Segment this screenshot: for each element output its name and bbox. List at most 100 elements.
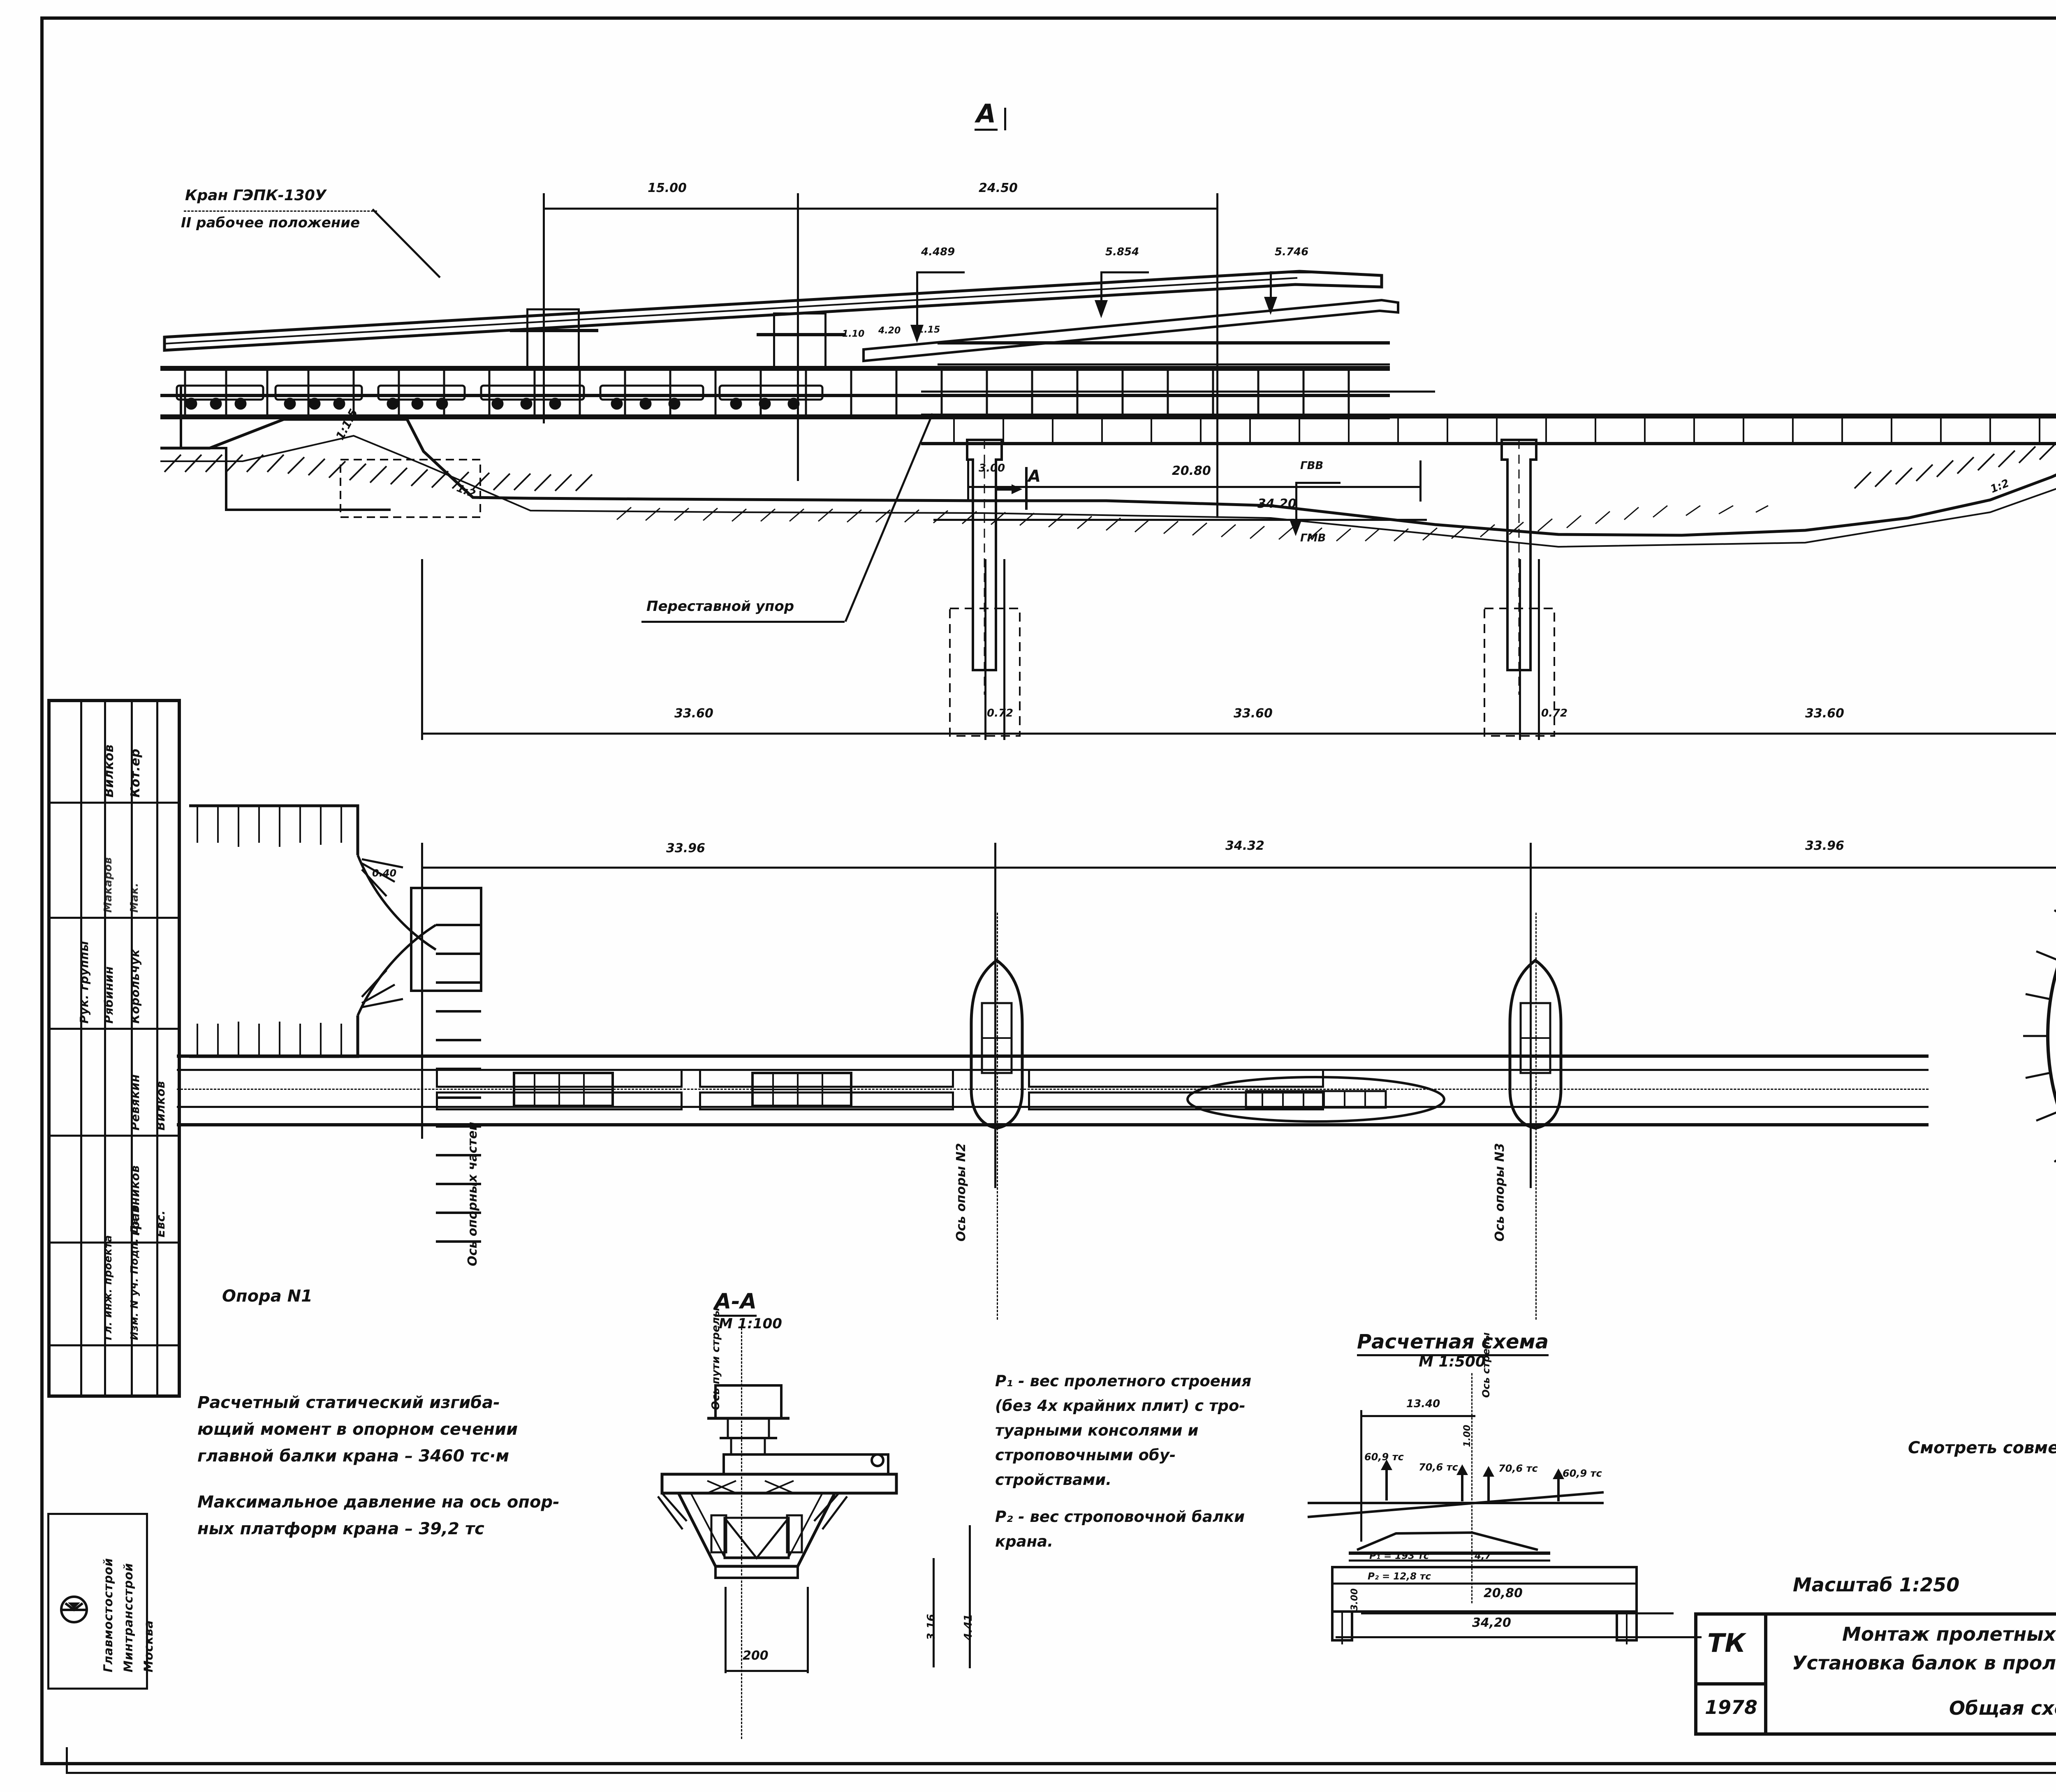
approval-row-sep-2 [47,917,181,919]
calc-scheme-title: Расчетная схема [1357,1330,1549,1356]
plan-girder-6 [1028,1091,1324,1110]
plan-girder-3 [699,1069,954,1088]
dim-24-50: 24.50 [979,181,1018,195]
plan-dim-34-32: 34.32 [1225,839,1264,853]
span-ext-2 [1003,559,1005,740]
dim-line-20-80 [967,486,1419,488]
calc-dim-13-40: 13.40 [1406,1398,1440,1410]
dim-line-top [543,208,1217,210]
title-block-col-1 [1764,1612,1767,1736]
elev-mark-c-stem [1270,271,1272,308]
plan-trolley-left [513,1072,614,1107]
approval-row-sep-1 [47,802,181,804]
approval-row-sep-5 [47,1242,181,1244]
dim-ext-20-80-b [1419,460,1422,502]
notes-middle-line-2: туарными консолями и [995,1421,1199,1439]
calc-load-0: 60,9 тс [1364,1451,1404,1463]
section-aa-dim-ext-a [725,1587,727,1673]
elev-arrow-a-icon [910,325,924,343]
plan-lifted-beam [1186,1076,1445,1123]
crane-boom [163,270,1383,352]
movable-stop-label: Переставной упор [646,598,794,615]
elev-5-746: 5.746 [1275,246,1309,258]
water-high-arrow-icon [1290,520,1302,536]
abutment-left-foundation [340,459,481,518]
plan-pier-3-axis [1535,913,1537,1320]
section-mark-elevation: А [995,465,1041,510]
notes-left-line-1: ющий момент в опорном сечении [197,1420,518,1439]
notes-middle-line-7: крана. [995,1532,1053,1550]
notes-left-line-0: Расчетный статический изгиба- [197,1393,500,1412]
sheet-edge-tick [66,1747,68,1773]
section-aa-dim-200: 200 [743,1649,769,1663]
plan-centerline [177,1089,1929,1090]
crane-tower-left-cap [510,329,598,332]
section-aa-dim-h1-line [933,1558,935,1667]
approval-row-sep-3 [47,1028,181,1030]
span-dim-33-60-a: 33.60 [674,706,713,721]
elev-4-489: 4.489 [921,246,955,258]
calc-dim-1-00: 1.00 [1462,1424,1473,1447]
plan-dim-33-96-a: 33.96 [666,841,705,856]
plan-girder-4 [699,1091,954,1110]
dim-15-00: 15.00 [648,181,687,195]
elev-5-854: 5.854 [1105,246,1139,258]
notes-left-line-4: Максимальное давление на ось опор- [197,1493,560,1512]
water-low-label: ГМВ [1300,532,1326,544]
span-ext-4 [1538,559,1540,740]
dim-ext-20-80-a [967,460,969,502]
notes-left-gap [197,1469,633,1489]
approval-col1 [80,699,82,1398]
elev-arrow-b-icon [1095,300,1108,318]
section-aa-centerline [741,1328,742,1739]
calc-scheme-scale: М 1:500 [1419,1353,1486,1370]
approval-row-sep-6 [47,1344,181,1346]
notes-left-line-5: ных платформ крана – 39,2 тс [197,1519,484,1539]
water-high-label: ГВВ [1300,460,1324,472]
span-dim-line [421,733,2056,735]
elev-mark-b-line [1100,271,1149,273]
notes-middle-line-3: строповочными обу- [995,1446,1176,1464]
plan-ext-2 [1530,843,1532,1188]
section-aa-dim-h1: 3.16 [925,1614,938,1640]
approval-row-sep-4 [47,1135,181,1137]
span-ext-1 [984,559,986,740]
dim-line-34-20 [933,519,1427,521]
approval-col3 [131,699,133,1398]
approval-col4 [156,699,158,1398]
notes-middle-line-4: стройствами. [995,1471,1112,1489]
calc-p2: Р₂ = 12,8 тс [1368,1571,1431,1582]
plan-deck-edge-top [177,1054,1929,1058]
calc-p1: Р₁ = 193 тс [1369,1551,1429,1561]
span-dim-0-72-a: 0.72 [987,707,1014,719]
title-stamp-year: 1978 [1705,1696,1758,1718]
crane-upper-rail2 [938,363,1390,365]
approval-name2-4: Евс. [154,1210,167,1237]
crane-deck-lattice [184,366,1350,414]
crane-tower-right-cap [757,333,845,336]
org-stamp-line3: Москва [141,1620,155,1672]
plan-pier-2-axis [997,913,998,1320]
notes-middle: Р₁ - вес пролетного строения (без 4х кра… [995,1369,1357,1554]
dim-ext-top-c [1216,193,1218,518]
crane-label-leader [372,208,441,278]
elev-mark-a-line [916,271,965,273]
calc-dim-line-13-40 [1360,1415,1475,1417]
dim-20-80: 20.80 [1172,464,1211,478]
slope-label-left-upper: 1:1.5 [333,407,361,442]
title-scale: Масштаб 1:250 [1793,1574,1960,1596]
calc-scheme-axis-label: Ось стрелы [1480,1332,1492,1398]
elev-arrow-c-icon [1264,297,1277,315]
crane-label-line2: II рабочее положение [181,215,360,231]
title-line-1: Монтаж пролетных строений 33,6 м. [1842,1623,2056,1645]
calc-dim-20-80: 20,80 [1484,1586,1523,1600]
section-mark-top: А [975,99,1006,131]
crane-tower-right [773,312,827,370]
ground-hatch-right [1854,442,2056,489]
crane-stay [862,298,1399,363]
section-aa-dim-ext-b [807,1587,809,1673]
plan-support-left-label: Опора N1 [222,1287,313,1306]
section-aa-geometry [657,1384,898,1579]
calc-scheme-geometry [1307,1491,1638,1644]
riverbed-hatch [616,505,1769,542]
